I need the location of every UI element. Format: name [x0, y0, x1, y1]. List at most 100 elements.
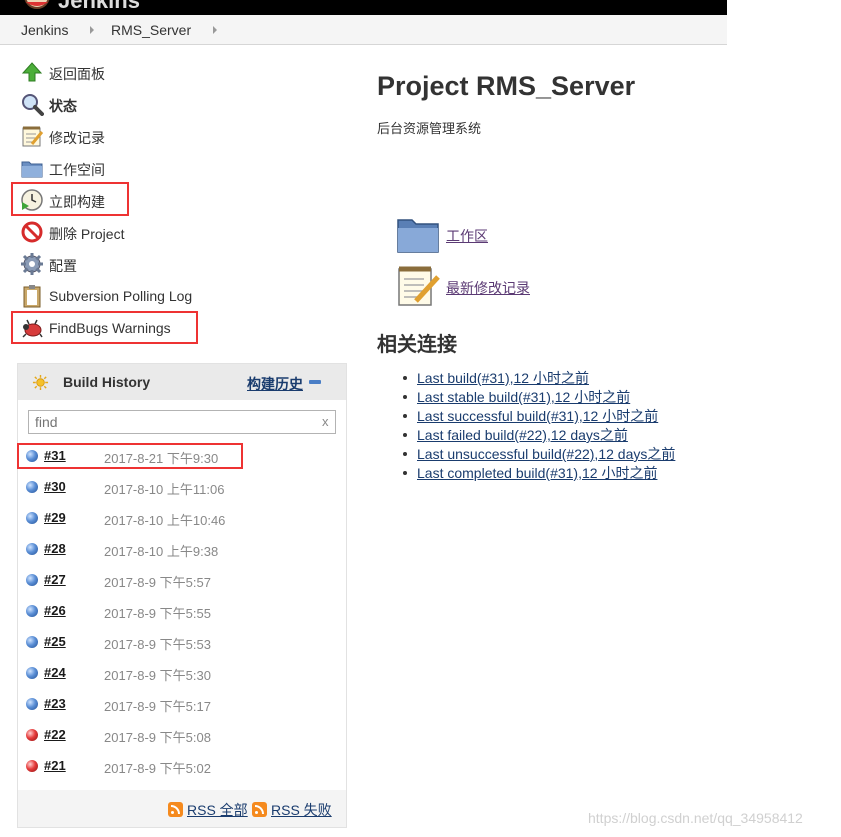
last-completed-build-link[interactable]: Last completed build(#31),12 小时之前 [417, 465, 658, 481]
page-title: Project RMS_Server [377, 71, 636, 101]
status-ball-icon [26, 481, 38, 493]
gear-icon [21, 253, 43, 275]
task-build-now[interactable]: 立即构建 [20, 188, 220, 212]
breadcrumb-jenkins[interactable]: Jenkins [21, 22, 69, 38]
no-entry-icon [21, 221, 43, 243]
build-row[interactable]: #31 2017-8-21 下午9:30 [18, 441, 346, 472]
task-label: 返回面板 [49, 66, 105, 82]
build-row[interactable]: #27 2017-8-9 下午5:57 [18, 565, 346, 596]
jenkins-logo-text[interactable]: Jenkins [58, 0, 140, 13]
build-history-header: Build History 构建历史 [18, 364, 346, 400]
build-date: 2017-8-21 下午9:30 [104, 451, 219, 466]
task-label: Subversion Polling Log [49, 288, 193, 304]
build-row[interactable]: #22 2017-8-9 下午5:08 [18, 720, 346, 751]
build-date: 2017-8-9 下午5:53 [104, 637, 211, 652]
build-search-input[interactable] [28, 410, 336, 434]
last-unsuccessful-build-link[interactable]: Last unsuccessful build(#22),12 days之前 [417, 446, 676, 462]
up-arrow-icon [21, 62, 43, 82]
task-label: 配置 [49, 258, 77, 274]
build-number-link[interactable]: #30 [44, 479, 66, 494]
build-row[interactable]: #30 2017-8-10 上午11:06 [18, 472, 346, 503]
build-row[interactable]: #23 2017-8-9 下午5:17 [18, 689, 346, 720]
permalink-item: Last completed build(#31),12 小时之前 [403, 463, 675, 482]
clear-search-icon[interactable]: x [322, 414, 329, 429]
build-history-title: Build History [63, 374, 151, 390]
build-date: 2017-8-9 下午5:55 [104, 606, 211, 621]
breadcrumb-arrow-icon[interactable] [90, 26, 94, 34]
last-build-link[interactable]: Last build(#31),12 小时之前 [417, 370, 589, 386]
highlight-build-31 [17, 443, 243, 469]
build-number-link[interactable]: #25 [44, 634, 66, 649]
build-row[interactable]: #25 2017-8-9 下午5:53 [18, 627, 346, 658]
build-number-link[interactable]: #24 [44, 665, 66, 680]
task-workspace[interactable]: 工作空间 [20, 156, 220, 180]
task-label: FindBugs Warnings [49, 320, 171, 336]
build-row[interactable]: #24 2017-8-9 下午5:30 [18, 658, 346, 689]
last-successful-build-link[interactable]: Last successful build(#31),12 小时之前 [417, 408, 659, 424]
rss-all-link[interactable]: RSS 全部 [187, 802, 248, 818]
build-date: 2017-8-9 下午5:02 [104, 761, 211, 776]
build-history-footer: RSS 全部 RSS 失败 [18, 790, 346, 827]
last-failed-build-link[interactable]: Last failed build(#22),12 days之前 [417, 427, 628, 443]
build-number-link[interactable]: #21 [44, 758, 66, 773]
build-date: 2017-8-10 上午11:06 [104, 482, 225, 497]
task-changes[interactable]: 修改记录 [20, 124, 220, 148]
breadcrumb: Jenkins RMS_Server [0, 15, 727, 45]
collapse-minus-icon[interactable] [309, 380, 321, 384]
clock-play-icon [21, 189, 43, 211]
bug-icon [22, 319, 43, 338]
watermark: https://blog.csdn.net/qq_34958412 [588, 810, 803, 826]
folder-icon [21, 161, 43, 178]
rss-failed-link[interactable]: RSS 失败 [271, 802, 332, 818]
jenkins-logo-icon[interactable] [20, 0, 54, 14]
permalink-item: Last stable build(#31),12 小时之前 [403, 387, 675, 406]
build-date: 2017-8-9 下午5:30 [104, 668, 211, 683]
task-label: 删除 Project [49, 226, 125, 242]
build-number-link[interactable]: #28 [44, 541, 66, 556]
status-ball-icon [26, 574, 38, 586]
permalink-item: Last successful build(#31),12 小时之前 [403, 406, 675, 425]
build-number-link[interactable]: #26 [44, 603, 66, 618]
build-number-link[interactable]: #27 [44, 572, 66, 587]
notepad-icon [22, 126, 44, 147]
build-trend-link[interactable]: 构建历史 [247, 376, 303, 392]
task-status[interactable]: 状态 [20, 92, 220, 116]
rss-icon[interactable] [168, 802, 183, 817]
build-date: 2017-8-9 下午5:08 [104, 730, 211, 745]
build-number-link[interactable]: #31 [44, 448, 66, 463]
task-findbugs-warnings[interactable]: FindBugs Warnings [20, 316, 220, 340]
build-number-link[interactable]: #22 [44, 727, 66, 742]
build-number-link[interactable]: #23 [44, 696, 66, 711]
recent-changes-link[interactable]: 最新修改记录 [446, 280, 530, 296]
status-ball-icon [26, 605, 38, 617]
sun-icon [32, 374, 49, 391]
breadcrumb-rms-server[interactable]: RMS_Server [111, 22, 192, 38]
build-row[interactable]: #21 2017-8-9 下午5:02 [18, 751, 346, 782]
highlight-build-now [11, 182, 129, 216]
workspace-link[interactable]: 工作区 [446, 228, 488, 244]
folder-icon[interactable] [396, 212, 440, 256]
project-description: 后台资源管理系统 [377, 121, 482, 136]
related-links-title: 相关连接 [377, 334, 457, 356]
build-row[interactable]: #28 2017-8-10 上午9:38 [18, 534, 346, 565]
status-ball-icon [26, 667, 38, 679]
notepad-icon[interactable] [396, 263, 440, 307]
clipboard-icon [23, 285, 41, 308]
status-ball-icon [26, 636, 38, 648]
build-row[interactable]: #29 2017-8-10 上午10:46 [18, 503, 346, 534]
task-configure[interactable]: 配置 [20, 252, 220, 276]
last-stable-build-link[interactable]: Last stable build(#31),12 小时之前 [417, 389, 631, 405]
status-ball-icon [26, 729, 38, 741]
highlight-findbugs [11, 311, 198, 344]
build-date: 2017-8-10 上午9:38 [104, 544, 219, 559]
top-header: Jenkins [0, 0, 727, 15]
task-delete-project[interactable]: 删除 Project [20, 220, 220, 244]
build-history-panel: Build History 构建历史 x #31 2017-8-21 下午9:3… [17, 363, 347, 828]
rss-icon[interactable] [252, 802, 267, 817]
build-row[interactable]: #26 2017-8-9 下午5:55 [18, 596, 346, 627]
task-subversion-polling-log[interactable]: Subversion Polling Log [20, 284, 220, 308]
task-back-to-dashboard[interactable]: 返回面板 [20, 60, 220, 84]
build-date: 2017-8-10 上午10:46 [104, 513, 226, 528]
build-number-link[interactable]: #29 [44, 510, 66, 525]
breadcrumb-arrow-icon[interactable] [213, 26, 217, 34]
